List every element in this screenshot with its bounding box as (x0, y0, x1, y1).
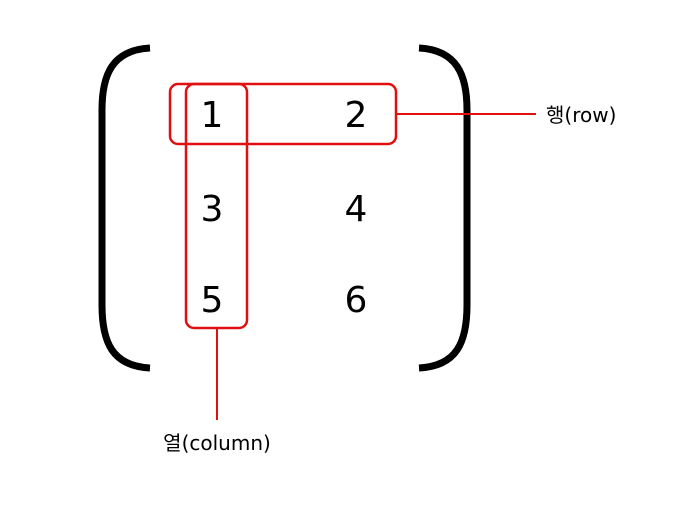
matrix-cell-r2-c2: 4 (345, 189, 368, 230)
matrix-cell-r1-c1: 1 (201, 95, 224, 136)
matrix-cell-r3-c1: 5 (201, 280, 224, 321)
right-bracket (418, 44, 471, 372)
matrix-cell-r1-c2: 2 (345, 95, 368, 136)
left-bracket (98, 44, 151, 372)
matrix-cell-r2-c1: 3 (201, 189, 224, 230)
column-label: 열(column) (163, 431, 271, 455)
matrix-cell-r3-c2: 6 (345, 280, 368, 321)
row-label: 행(row) (546, 103, 616, 127)
